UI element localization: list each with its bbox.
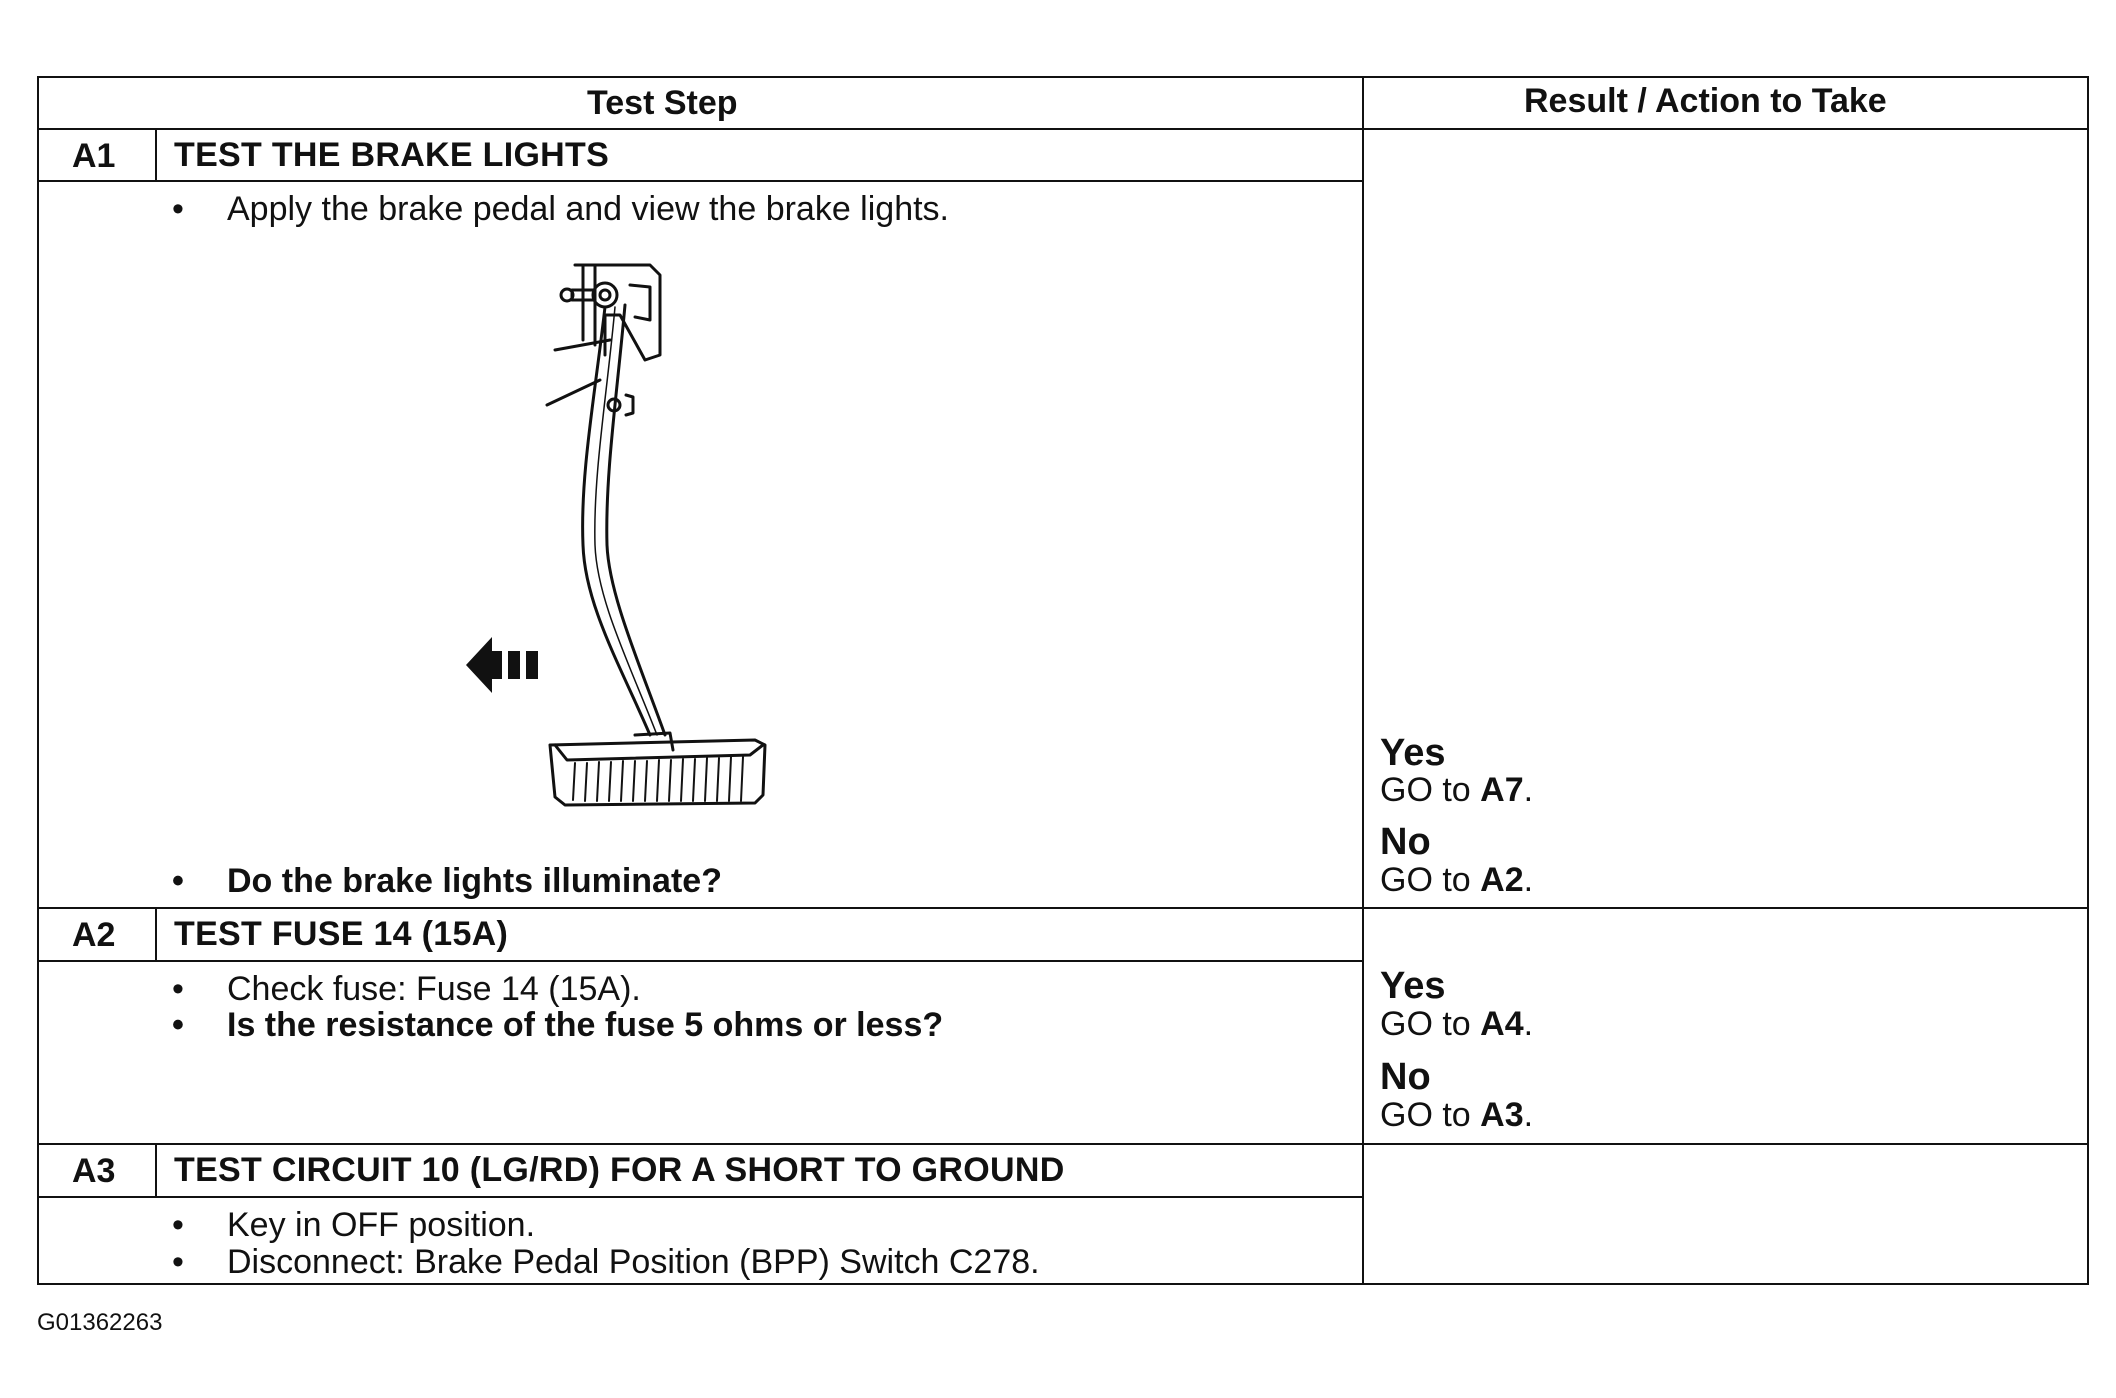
a2-instruction-2: • Is the resistance of the fuse 5 ohms or… [172, 1008, 943, 1042]
bullet-glyph: • [172, 970, 184, 1008]
a2-title-rule [37, 960, 1363, 962]
header-test-step: Test Step [587, 84, 738, 122]
a3-instruction-2: • Disconnect: Brake Pedal Position (BPP) … [172, 1245, 1040, 1279]
bullet-glyph: • [172, 862, 184, 900]
brake-pedal-illustration-icon [545, 263, 767, 807]
a2-end-rule [37, 1143, 2089, 1145]
a2-instruction-1-text: Check fuse: Fuse 14 (15A). [227, 970, 641, 1008]
push-direction-arrow-icon [466, 637, 538, 693]
a1-instruction-1: • Apply the brake pedal and view the brak… [172, 192, 949, 226]
a1-instruction-2: • Do the brake lights illuminate? [172, 864, 722, 898]
bullet-glyph: • [172, 1006, 184, 1044]
a2-result-no: No [1380, 1056, 1431, 1098]
link-a7[interactable]: A7 [1480, 771, 1524, 809]
step-title-a2: TEST FUSE 14 (15A) [174, 915, 509, 953]
a1-instruction-2-text: Do the brake lights illuminate? [227, 862, 722, 900]
step-title-a1: TEST THE BRAKE LIGHTS [174, 136, 610, 174]
diagnostic-table [37, 76, 2089, 1285]
bullet-glyph: • [172, 1206, 184, 1244]
figure-id: G01362263 [37, 1309, 163, 1336]
a3-instruction-1: • Key in OFF position. [172, 1208, 535, 1242]
link-a2[interactable]: A2 [1480, 861, 1524, 899]
a3-instruction-2-text: Disconnect: Brake Pedal Position (BPP) S… [227, 1243, 1040, 1281]
a1-result-no: No [1380, 821, 1431, 863]
link-a4[interactable]: A4 [1480, 1005, 1524, 1043]
a1-result-yes-action: GO to A7. [1380, 771, 1534, 809]
a3-id-divider [155, 1143, 157, 1197]
a1-id-divider [155, 128, 157, 181]
link-a3[interactable]: A3 [1480, 1096, 1524, 1134]
a2-result-yes: Yes [1380, 965, 1446, 1007]
a3-title-rule [37, 1196, 1363, 1198]
a1-end-rule [37, 907, 2089, 909]
header-result-action: Result / Action to Take [1524, 82, 1887, 120]
step-title-a3: TEST CIRCUIT 10 (LG/RD) FOR A SHORT TO G… [174, 1151, 1065, 1189]
step-id-a1: A1 [72, 137, 116, 175]
bullet-glyph: • [172, 1243, 184, 1281]
step-id-a3: A3 [72, 1152, 116, 1190]
header-rule [37, 128, 2089, 130]
step-id-a2: A2 [72, 916, 116, 954]
column-divider [1362, 76, 1364, 1285]
a3-instruction-1-text: Key in OFF position. [227, 1206, 536, 1244]
a2-result-yes-action: GO to A4. [1380, 1005, 1534, 1043]
bullet-glyph: • [172, 190, 184, 228]
a1-instruction-1-text: Apply the brake pedal and view the brake… [227, 190, 950, 228]
a2-id-divider [155, 907, 157, 961]
a1-result-yes: Yes [1380, 732, 1446, 774]
a1-result-no-action: GO to A2. [1380, 861, 1534, 899]
a2-instruction-2-text: Is the resistance of the fuse 5 ohms or … [227, 1006, 944, 1044]
a2-result-no-action: GO to A3. [1380, 1096, 1534, 1134]
a2-instruction-1: • Check fuse: Fuse 14 (15A). [172, 972, 641, 1006]
a1-title-rule [37, 180, 1363, 182]
